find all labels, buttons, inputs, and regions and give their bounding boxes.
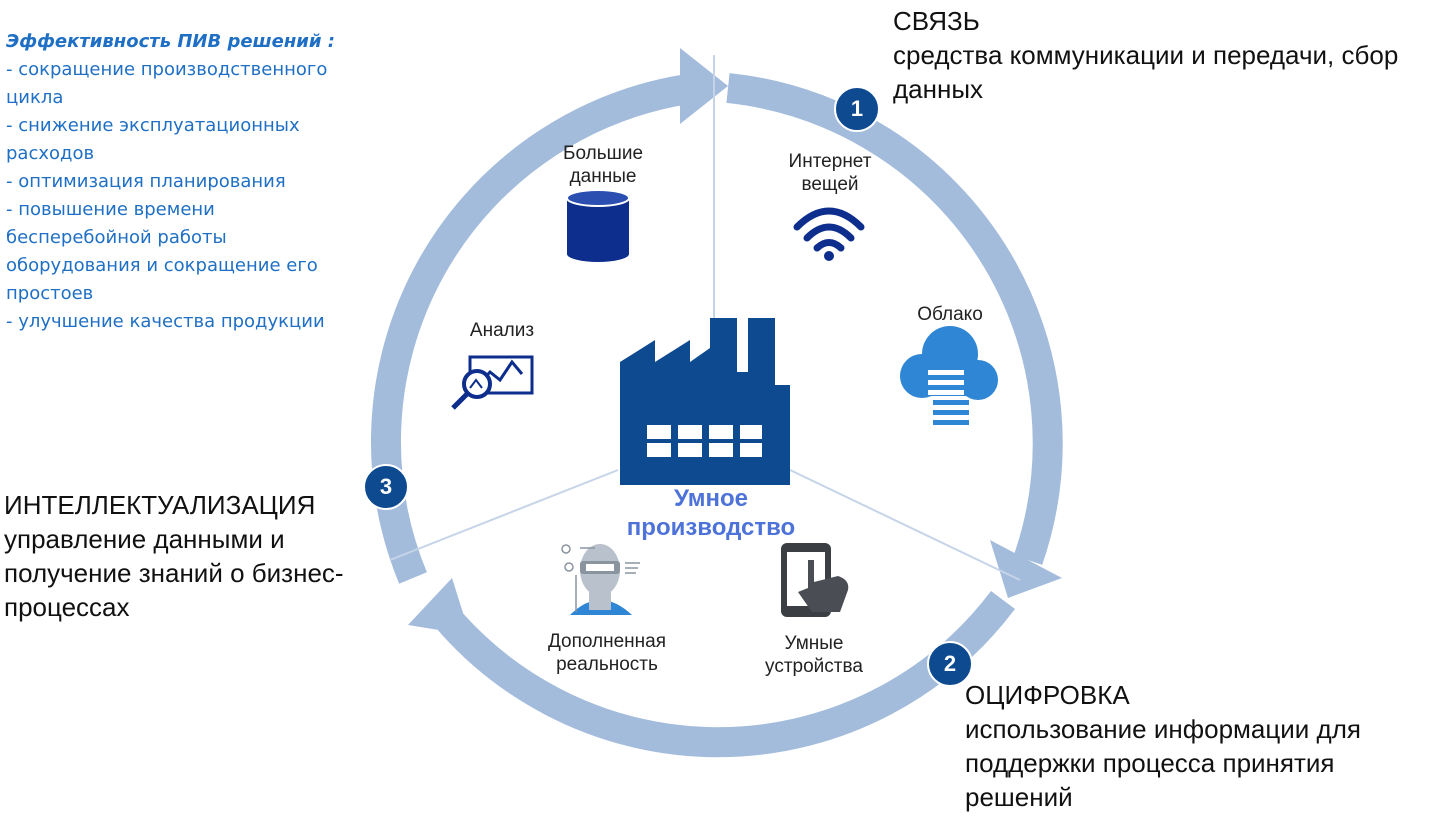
divider-right — [789, 469, 1021, 581]
stage1-number-badge: 1 — [834, 86, 880, 132]
arrow-head-bottom — [408, 578, 470, 635]
arrow-head-top — [680, 48, 728, 124]
stage1-text: СВЯЗЬ средства коммуникации и передачи, … — [893, 4, 1413, 106]
factory-icon — [620, 318, 790, 485]
effectiveness-title: Эффективность ПИВ решений : — [6, 31, 336, 52]
label-cloud: Облако — [917, 304, 983, 325]
database-icon — [566, 189, 630, 262]
ring-arc-stage1 — [726, 73, 1063, 565]
effectiveness-panel: Эффективность ПИВ решений : - сокращение… — [6, 28, 336, 336]
divider-left — [389, 469, 619, 561]
effectiveness-item: - сокращение производственного цикла — [6, 59, 328, 108]
effectiveness-item: - оптимизация планирования — [6, 171, 286, 192]
label-smart-devices: Умные устройства — [765, 633, 863, 677]
wifi-icon — [793, 207, 865, 261]
effectiveness-item: - улучшение качества продукции — [6, 311, 325, 332]
stage3-number-badge: 3 — [363, 464, 409, 510]
stage3-title: ИНТЕЛЛЕКТУАЛИЗАЦИЯ — [4, 490, 316, 520]
arrow-head-right — [990, 540, 1062, 598]
ring-arc-stage2 — [423, 590, 1015, 758]
center-label: Умное производство — [626, 485, 796, 541]
tablet-touch-icon — [781, 543, 849, 617]
stage1-description: средства коммуникации и передачи, сбор д… — [893, 40, 1399, 104]
stage2-title: ОЦИФРОВКА — [965, 680, 1130, 710]
stage2-text: ОЦИФРОВКА использование информации для п… — [965, 678, 1425, 814]
label-analysis: Анализ — [469, 320, 535, 341]
ar-person-icon — [561, 544, 640, 615]
stage2-description: использование информации для поддержки п… — [965, 714, 1361, 812]
stage1-title: СВЯЗЬ — [893, 6, 980, 36]
effectiveness-item: - снижение эксплуатационных расходов — [6, 115, 300, 164]
stage2-number-badge: 2 — [927, 641, 973, 687]
label-ar: Дополненная реальность — [547, 631, 667, 675]
label-big-data: Большие данные — [562, 143, 644, 187]
analysis-icon — [451, 355, 534, 410]
effectiveness-item: - повышение времени бесперебойной работы… — [6, 199, 318, 304]
cloud-icon — [900, 326, 998, 425]
label-iot: Интернет вещей — [788, 151, 872, 195]
stage3-text: ИНТЕЛЛЕКТУАЛИЗАЦИЯ управление данными и … — [4, 488, 374, 624]
stage3-description: управление данными и получение знаний о … — [4, 524, 344, 622]
